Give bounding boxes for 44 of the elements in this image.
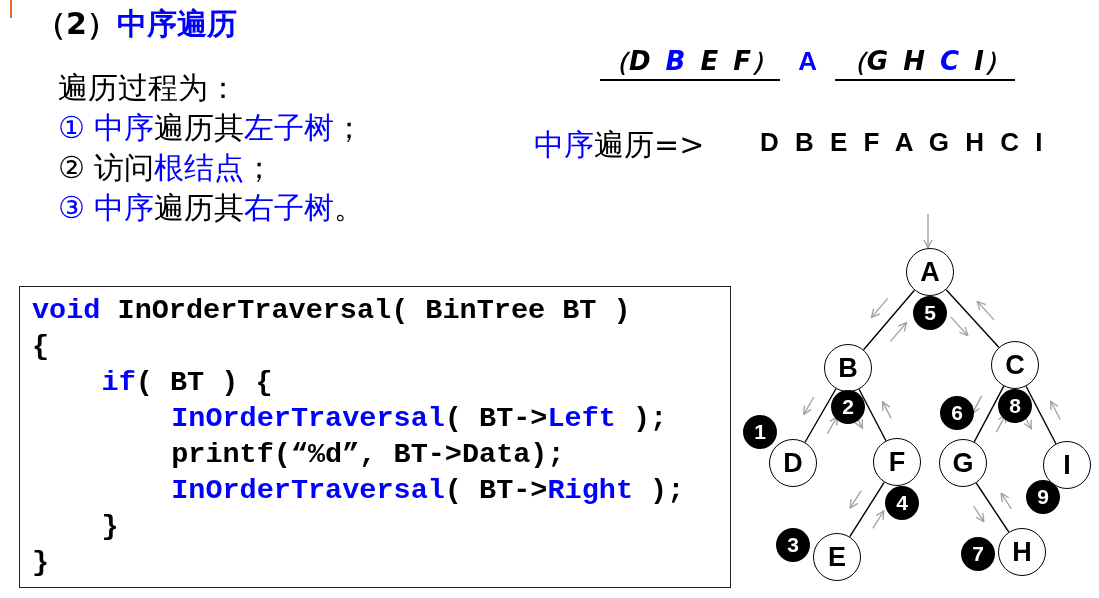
code-line: } bbox=[32, 546, 50, 580]
tree-node: I bbox=[1043, 441, 1091, 489]
entry-arrow bbox=[923, 213, 933, 249]
step-number-badge: 2 bbox=[831, 390, 865, 424]
step-number-badge: 4 bbox=[885, 486, 919, 520]
text-label: （D B E F） A （G H C I） bbox=[600, 44, 1016, 81]
title: （2）中序遍历 bbox=[36, 5, 237, 43]
tree-branch bbox=[1025, 385, 1057, 445]
step-number-badge: 3 bbox=[776, 528, 810, 562]
code-line: { bbox=[32, 330, 50, 364]
code-line: } bbox=[101, 510, 119, 544]
text-label: ③ 中序遍历其右子树。 bbox=[58, 189, 365, 227]
code-line: if( BT ) { bbox=[101, 366, 273, 400]
tree-node: C bbox=[991, 341, 1039, 389]
step-number-badge: 7 bbox=[961, 537, 995, 571]
tree-branch bbox=[862, 289, 916, 351]
step-number-badge: 1 bbox=[743, 415, 777, 449]
tree-branch bbox=[858, 388, 887, 442]
tree-node: F bbox=[873, 438, 921, 486]
code-line: InOrderTraversal( BT->Left ); bbox=[171, 402, 668, 436]
step-number-badge: 5 bbox=[913, 296, 947, 330]
tree-branch bbox=[973, 385, 1005, 443]
tree-node: A bbox=[906, 248, 954, 296]
text-label: 中序遍历=> bbox=[534, 126, 705, 164]
step-number-badge: 9 bbox=[1026, 480, 1060, 514]
tree-node: D bbox=[769, 439, 817, 487]
code-line: printf(“%d”, BT->Data); bbox=[171, 438, 565, 472]
tree-branch bbox=[804, 388, 837, 443]
text-label: ② 访问根结点； bbox=[58, 149, 275, 187]
text-label: D B E F A G H C I bbox=[760, 127, 1043, 158]
code-line: void InOrderTraversal( BinTree BT ) bbox=[32, 294, 631, 328]
tree-node: B bbox=[824, 344, 872, 392]
tree-node: G bbox=[939, 439, 987, 487]
tree-node: H bbox=[998, 528, 1046, 576]
tree-branch bbox=[849, 481, 885, 538]
tree-branch bbox=[945, 289, 1000, 348]
text-label: 遍历过程为： bbox=[58, 69, 238, 107]
tree-node: E bbox=[813, 533, 861, 581]
text-label: ① 中序遍历其左子树； bbox=[58, 109, 365, 147]
step-number-badge: 8 bbox=[998, 389, 1032, 423]
tree-branch bbox=[975, 482, 1010, 533]
code-line: InOrderTraversal( BT->Right ); bbox=[171, 474, 685, 508]
code-box bbox=[19, 286, 731, 588]
step-number-badge: 6 bbox=[940, 396, 974, 430]
